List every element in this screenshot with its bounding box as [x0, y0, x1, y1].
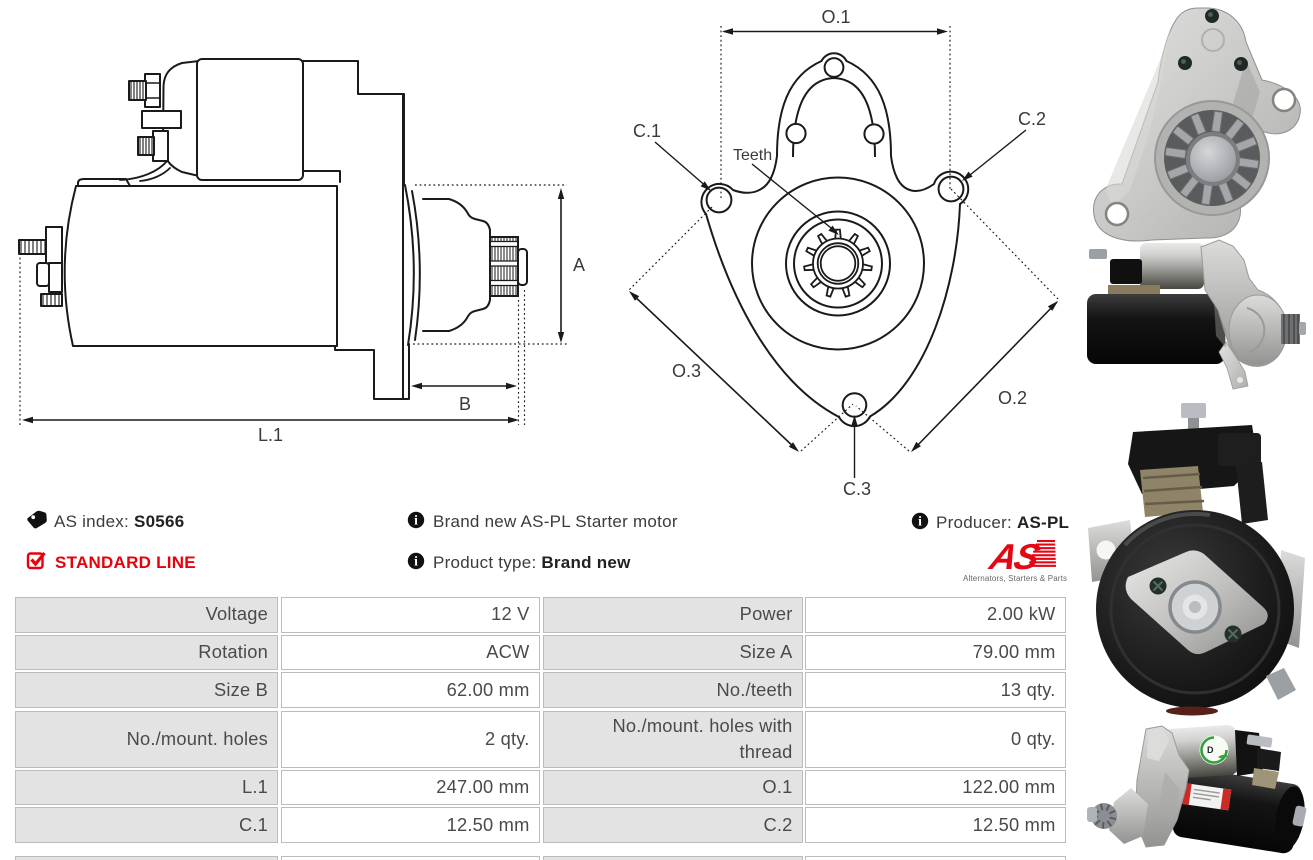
svg-text:C.1: C.1 — [633, 121, 661, 141]
svg-text:i: i — [918, 514, 922, 529]
svg-text:B: B — [459, 394, 471, 414]
svg-text:A: A — [573, 255, 585, 275]
svg-text:D: D — [1207, 745, 1214, 755]
svg-text:i: i — [414, 554, 418, 569]
svg-text:L.1: L.1 — [258, 425, 283, 445]
svg-text:Teeth: Teeth — [733, 147, 772, 164]
svg-text:O.2: O.2 — [998, 388, 1027, 408]
svg-text:C.3: C.3 — [843, 479, 871, 499]
svg-text:O.3: O.3 — [672, 361, 701, 381]
svg-text:Alternators, Starters & Parts: Alternators, Starters & Parts — [963, 574, 1067, 583]
svg-text:C.2: C.2 — [1018, 109, 1046, 129]
svg-text:i: i — [414, 513, 418, 528]
svg-text:AS: AS — [985, 537, 1044, 577]
svg-text:O.1: O.1 — [821, 7, 850, 27]
